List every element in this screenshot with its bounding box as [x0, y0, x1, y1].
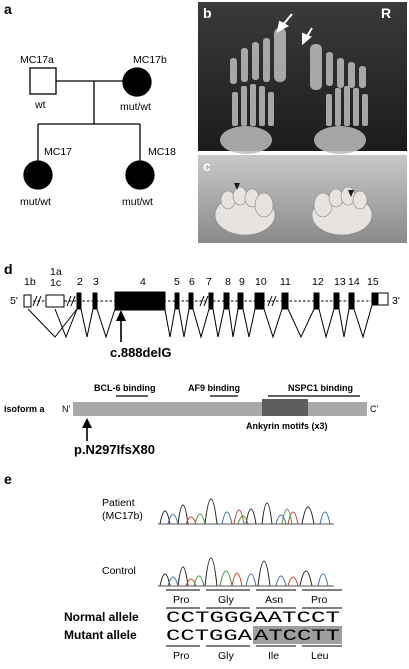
codon-top-1: Pro	[173, 594, 190, 606]
codon-row-top: Pro Gly Asn Pro	[166, 589, 342, 609]
mutant-allele-seq-shift: ATCCTT	[254, 627, 340, 645]
ankyrin-region	[262, 399, 308, 416]
codon-bottom-3: Ile	[268, 650, 279, 662]
exon-label-1a: 1a	[50, 266, 62, 278]
exon-6	[188, 292, 194, 310]
pedigree-male-mc17a	[29, 67, 57, 95]
exon-label-11: 11	[280, 276, 291, 288]
patient-chromatogram	[158, 498, 334, 525]
exon-9	[237, 292, 244, 310]
exon-7	[208, 292, 214, 310]
exon-label-1b: 1b	[24, 276, 36, 288]
exon-label-5: 5	[174, 276, 180, 288]
pedigree-genotype-mc17: mut/wt	[20, 196, 51, 208]
codon-row-bottom: Pro Gly Ile Leu	[166, 645, 342, 662]
exon-8	[223, 292, 230, 310]
exon-2	[76, 292, 82, 310]
exon-1b	[23, 294, 32, 308]
panel-e-letter: e	[4, 471, 12, 487]
domain-label-af9: AF9 binding	[188, 383, 240, 393]
pedigree-genotype-mc17b: mut/wt	[120, 101, 151, 113]
pedigree-female-mc18	[125, 160, 155, 190]
pedigree-id-mc17: MC17	[44, 146, 72, 158]
exon-label-3: 3	[93, 276, 99, 288]
domain-label-nspc1: NSPC1 binding	[288, 383, 353, 393]
panel-c-letter: c	[203, 158, 211, 174]
exon-10	[254, 292, 265, 310]
normal-allele-label: Normal allele	[64, 610, 139, 624]
protein-bar	[73, 402, 367, 416]
pedigree-id-mc17a: MC17a	[20, 54, 54, 66]
exon-label-13: 13	[334, 276, 346, 288]
exon-5	[174, 292, 180, 310]
xray-image	[198, 2, 407, 154]
feet-photo	[198, 155, 407, 243]
pedigree-female-mc17	[23, 160, 53, 190]
mutant-allele-seq-normal: CCTGGA	[166, 627, 253, 645]
exon-3	[92, 292, 98, 310]
exon-labels: 1b 1a 1c 2 3 4 5 6 7 8 9 10 11 12 13 14 …	[24, 266, 379, 289]
frameshift-highlight	[253, 626, 342, 644]
exon-14	[348, 292, 355, 310]
ankyrin-label: Ankyrin motifs (x3)	[246, 421, 328, 431]
pedigree-female-mc17b	[122, 67, 152, 97]
isoform-label: isoform a	[4, 404, 46, 414]
pedigree-genotype-mc17a: wt	[34, 99, 46, 111]
n-term-label: N'	[62, 404, 70, 414]
normal-allele-seq: CCTGGGAATCCT	[166, 609, 340, 627]
pedigree-id-mc17b: MC17b	[133, 54, 167, 66]
exon-label-12: 12	[312, 276, 324, 288]
exon-label-4: 4	[140, 276, 146, 288]
c-term-label: C'	[370, 404, 378, 414]
control-label: Control	[102, 565, 136, 577]
protein-mutation-label: p.N297IfsX80	[74, 442, 155, 457]
exon-label-8: 8	[225, 276, 231, 288]
domain-label-bcl6: BCL-6 binding	[94, 383, 156, 393]
codon-bottom-1: Pro	[173, 650, 190, 662]
exon-1a-1c	[45, 294, 65, 308]
codon-top-2: Gly	[218, 594, 235, 606]
exon-4	[114, 291, 166, 311]
mutant-allele-label: Mutant allele	[64, 628, 137, 642]
pedigree	[23, 67, 155, 190]
codon-bottom-2: Gly	[218, 650, 235, 662]
exon-label-10: 10	[255, 276, 267, 288]
control-chromatogram	[158, 557, 334, 587]
exon-label-15: 15	[367, 276, 379, 288]
codon-top-3: Asn	[265, 594, 283, 606]
panel-b-letter: b	[203, 5, 212, 21]
panel-d-letter: d	[4, 261, 13, 277]
exon-13	[333, 292, 340, 310]
panel-a-letter: a	[4, 1, 12, 17]
exon-label-7: 7	[206, 276, 212, 288]
cdna-mutation-label: c.888delG	[110, 345, 171, 360]
protein-mutation-arrow	[82, 418, 92, 441]
codon-top-4: Pro	[311, 594, 328, 606]
exon-label-9: 9	[239, 276, 245, 288]
five-prime-label: 5'	[10, 295, 18, 307]
codon-bottom-4: Leu	[311, 650, 329, 662]
exon-label-6: 6	[189, 276, 195, 288]
cdna-mutation-arrow	[116, 310, 126, 342]
exon-11	[281, 292, 289, 310]
pedigree-genotype-mc18: mut/wt	[122, 196, 153, 208]
xray-side-label: R	[381, 5, 391, 21]
patient-id: (MC17b)	[102, 510, 143, 522]
patient-label: Patient	[102, 497, 135, 509]
exon-label-2: 2	[77, 276, 83, 288]
exon-label-1c: 1c	[50, 277, 61, 289]
three-prime-label: 3'	[392, 295, 400, 307]
exon-label-14: 14	[348, 276, 360, 288]
exon-12	[313, 292, 320, 310]
gene-structure	[23, 291, 389, 339]
pedigree-id-mc18: MC18	[148, 146, 176, 158]
